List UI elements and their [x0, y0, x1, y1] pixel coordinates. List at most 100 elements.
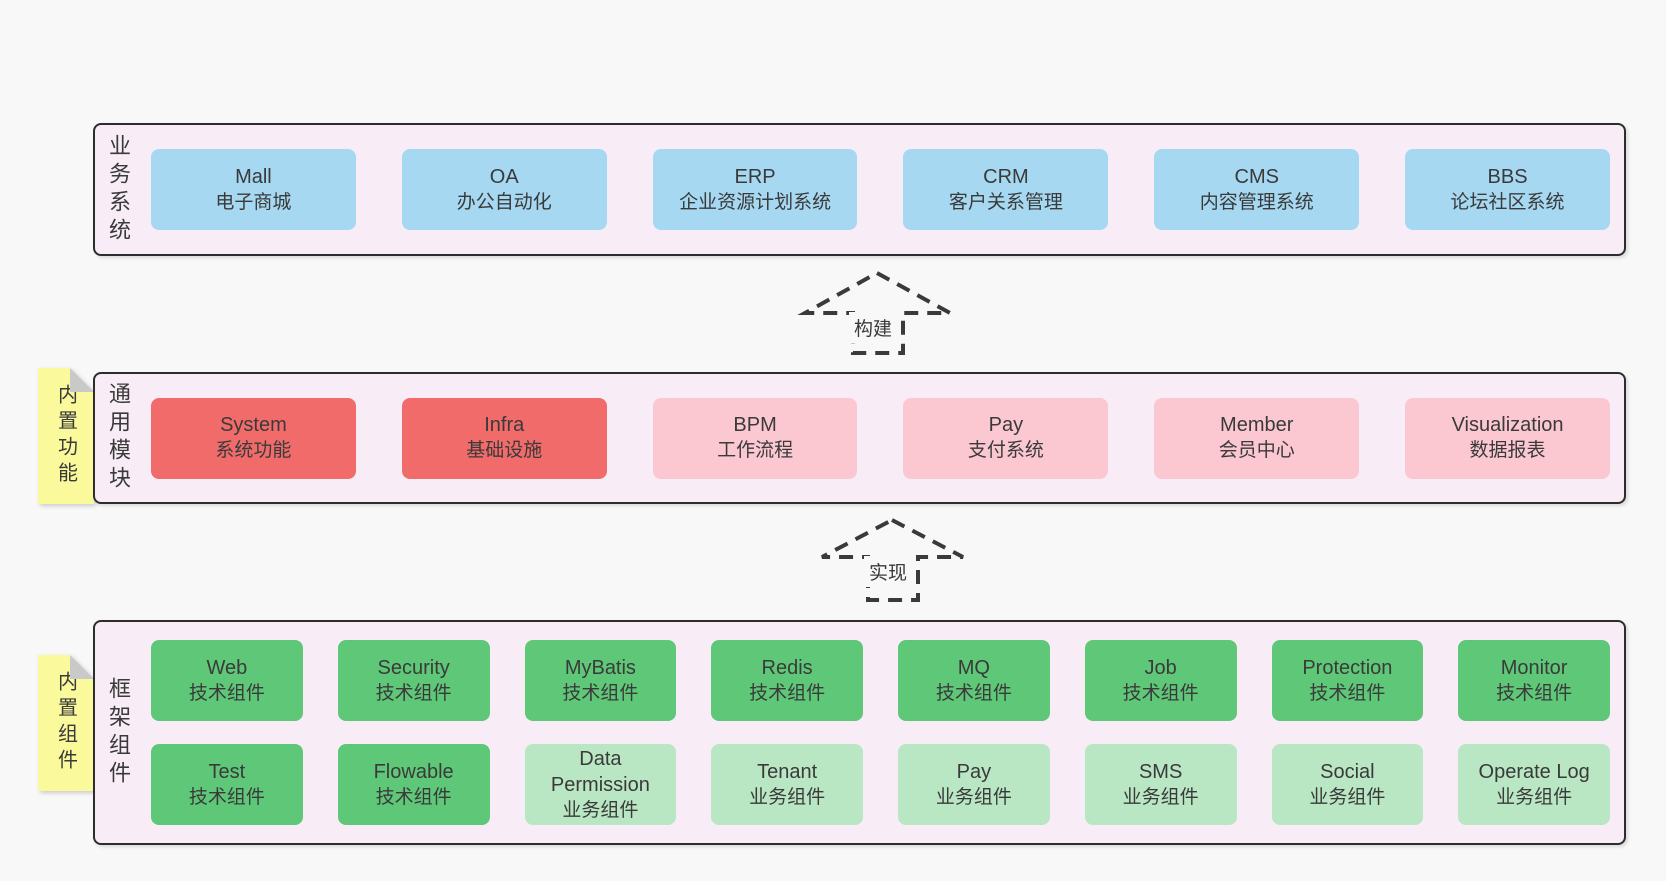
business-boxes: Mall 电子商城 OA 办公自动化 ERP 企业资源计划系统 CRM 客户关系…	[141, 125, 1624, 254]
box-title: Visualization	[1451, 414, 1564, 436]
box-subtitle: 数据报表	[1469, 440, 1546, 461]
box-sms: SMS 业务组件	[1084, 744, 1237, 825]
component-row-2: Test 技术组件 Flowable 技术组件 Data Permission …	[151, 744, 1610, 825]
box-title: CMS	[1234, 165, 1279, 188]
band-framework-components: 框架组件 Web 技术组件 Security 技术组件 MyBatis 技术组件…	[93, 620, 1626, 845]
box-subtitle: 客户关系管理	[948, 191, 1063, 213]
sticky-note-builtin-features: 内置功能	[38, 368, 94, 504]
box-title: Operate Log	[1478, 760, 1590, 783]
box-tenant: Tenant 业务组件	[711, 744, 863, 825]
box-subtitle: 基础设施	[466, 440, 543, 461]
box-title: Redis	[761, 656, 813, 679]
box-subtitle: 技术组件	[935, 682, 1012, 704]
sticky-text: 内置功能	[54, 384, 77, 488]
box-title: System	[220, 414, 287, 436]
component-rows: Web 技术组件 Security 技术组件 MyBatis 技术组件 Redi…	[141, 622, 1624, 843]
box-subtitle: 系统功能	[215, 440, 292, 461]
folded-corner-icon	[70, 368, 94, 392]
box-pay-component: Pay 业务组件	[898, 744, 1050, 825]
folded-corner-icon	[70, 655, 94, 679]
box-title: Flowable	[373, 760, 454, 783]
box-subtitle: 业务组件	[935, 786, 1012, 808]
box-title: MQ	[957, 656, 990, 679]
box-subtitle: 业务组件	[1122, 786, 1199, 808]
sticky-note-builtin-components: 内置组件	[38, 655, 94, 791]
box-subtitle: 技术组件	[562, 682, 639, 704]
box-title: MyBatis	[564, 656, 636, 679]
box-subtitle: 办公自动化	[456, 191, 552, 213]
box-title: CRM	[983, 165, 1029, 188]
box-title: BBS	[1487, 165, 1528, 188]
box-title: Security	[377, 656, 450, 679]
build-arrow-label: 构建	[849, 312, 898, 343]
box-visualization: Visualization 数据报表	[1405, 397, 1610, 479]
box-subtitle: 技术组件	[1122, 682, 1199, 704]
box-title: Tenant	[757, 760, 818, 783]
box-subtitle: 业务组件	[1309, 786, 1386, 808]
box-subtitle: 技术组件	[1309, 682, 1386, 704]
band-business-systems: 业务系统 Mall 电子商城 OA 办公自动化 ERP 企业资源计划系统 CRM…	[93, 123, 1626, 256]
box-subtitle: 电子商城	[215, 191, 292, 213]
box-title: SMS	[1138, 760, 1183, 783]
box-title: Job	[1144, 656, 1177, 679]
band-common-modules: 通用模块 System 系统功能 Infra 基础设施 BPM 工作流程 Pay…	[93, 372, 1626, 504]
box-title: Member	[1220, 414, 1294, 436]
box-subtitle: 技术组件	[188, 682, 265, 704]
box-job: Job 技术组件	[1084, 640, 1237, 721]
box-subtitle: 技术组件	[188, 786, 265, 808]
implement-arrow-label: 实现	[864, 556, 913, 587]
box-subtitle: 工作流程	[717, 440, 794, 461]
box-bpm: BPM 工作流程	[652, 397, 858, 479]
box-member: Member 会员中心	[1154, 397, 1360, 479]
box-test: Test 技术组件	[151, 744, 303, 825]
box-infra: Infra 基础设施	[401, 397, 607, 479]
box-mq: MQ 技术组件	[898, 640, 1050, 721]
band-label-common-modules: 通用模块	[106, 382, 131, 494]
box-bbs: BBS 论坛社区系统	[1405, 149, 1610, 230]
box-mybatis: MyBatis 技术组件	[524, 640, 677, 721]
box-system: System 系统功能	[151, 397, 356, 479]
box-title: BPM	[733, 414, 777, 436]
box-subtitle: 业务组件	[562, 799, 639, 821]
box-subtitle: 技术组件	[749, 682, 826, 704]
box-title: Pay	[956, 760, 992, 783]
box-title: Protection	[1302, 656, 1393, 679]
box-subtitle: 内容管理系统	[1199, 191, 1314, 213]
box-subtitle: 技术组件	[1496, 682, 1573, 704]
box-title: Mall	[235, 165, 272, 188]
box-subtitle: 会员中心	[1218, 440, 1295, 461]
box-subtitle: 企业资源计划系统	[679, 191, 832, 213]
build-arrow	[790, 255, 970, 365]
box-cms: CMS 内容管理系统	[1154, 149, 1360, 230]
sticky-text: 内置组件	[54, 671, 77, 775]
box-title: Monitor	[1500, 656, 1568, 679]
module-boxes: System 系统功能 Infra 基础设施 BPM 工作流程 Pay 支付系统…	[141, 374, 1624, 502]
box-data-permission: Data Permission 业务组件	[524, 744, 677, 825]
box-subtitle: 技术组件	[375, 786, 452, 808]
box-title: Social	[1320, 760, 1375, 783]
box-title: Test	[208, 760, 246, 783]
box-oa: OA 办公自动化	[401, 149, 607, 230]
up-arrow-icon	[797, 270, 951, 355]
box-title: Infra	[484, 414, 525, 436]
box-flowable: Flowable 技术组件	[337, 744, 490, 825]
box-operate-log: Operate Log 业务组件	[1458, 744, 1610, 825]
box-subtitle: 业务组件	[1496, 786, 1573, 808]
box-security: Security 技术组件	[337, 640, 490, 721]
box-title: Pay	[988, 414, 1024, 436]
box-protection: Protection 技术组件	[1271, 640, 1424, 721]
component-row-1: Web 技术组件 Security 技术组件 MyBatis 技术组件 Redi…	[151, 640, 1610, 721]
box-subtitle: 支付系统	[967, 440, 1044, 461]
box-subtitle: 论坛社区系统	[1450, 191, 1565, 213]
box-title: Web	[206, 656, 248, 679]
box-subtitle: 业务组件	[749, 786, 826, 808]
box-subtitle: 技术组件	[375, 682, 452, 704]
box-title: ERP	[734, 165, 776, 188]
box-web: Web 技术组件	[151, 640, 303, 721]
up-arrow-icon	[821, 517, 964, 602]
box-erp: ERP 企业资源计划系统	[652, 149, 858, 230]
box-social: Social 业务组件	[1271, 744, 1424, 825]
box-redis: Redis 技术组件	[711, 640, 863, 721]
box-mall: Mall 电子商城	[151, 149, 356, 230]
implement-arrow	[805, 505, 985, 615]
